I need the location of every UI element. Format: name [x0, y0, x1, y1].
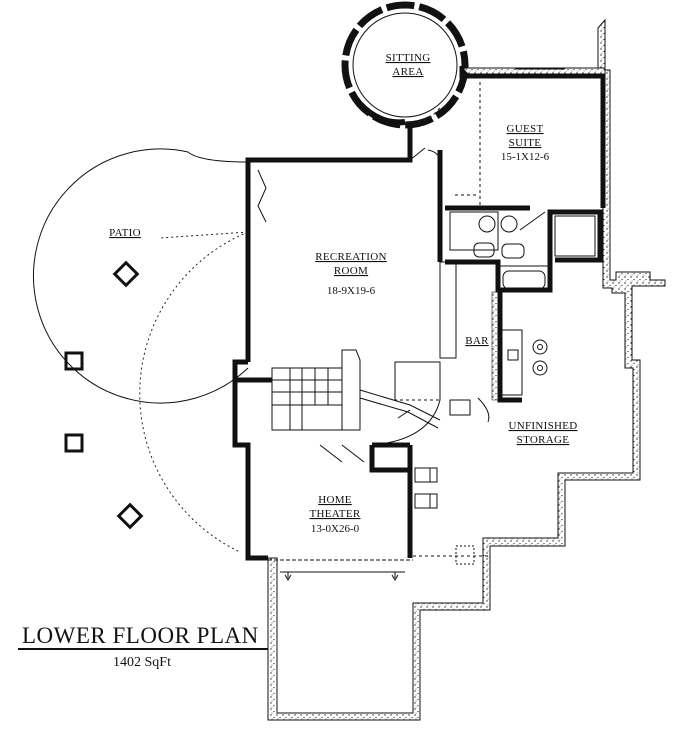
recreation-room-label-2: ROOM: [334, 265, 368, 277]
home-theater-label-1: HOME: [318, 494, 352, 506]
unfinished-storage-label-1: UNFINISHED: [509, 420, 578, 432]
interior-lines: [257, 82, 596, 581]
recreation-room-dimensions: 18-9X19-6: [327, 285, 376, 297]
sitting-area-label-2: AREA: [392, 66, 423, 78]
room-labels: SITTING AREA GUEST SUITE 15-1X12-6 RECRE…: [109, 52, 577, 535]
recreation-room-label-1: RECREATION: [315, 251, 386, 263]
plan-title: LOWER FLOOR PLAN: [22, 623, 259, 648]
patio-label: PATIO: [109, 227, 141, 239]
sitting-area-label-1: SITTING: [386, 52, 431, 64]
patio-column: [64, 433, 84, 453]
patio-area: [33, 148, 249, 553]
sitting-area-tower: [341, 1, 469, 129]
plan-area: 1402 SqFt: [113, 655, 171, 670]
home-theater-dimensions: 13-0X26-0: [311, 523, 360, 535]
patio-outline: [33, 148, 249, 404]
guest-suite-dimensions: 15-1X12-6: [501, 151, 550, 163]
patio-column: [112, 260, 140, 288]
bar-label: BAR: [465, 335, 489, 347]
plan-title-block: LOWER FLOOR PLAN 1402 SqFt: [18, 623, 268, 670]
patio-column: [64, 351, 84, 371]
unfinished-storage-label-2: STORAGE: [517, 434, 570, 446]
home-theater-label-2: THEATER: [310, 508, 361, 520]
guest-suite-label-1: GUEST: [507, 123, 544, 135]
patio-column: [116, 502, 144, 530]
main-walls: [232, 66, 606, 561]
patio-line-top: [159, 231, 249, 239]
patio-dotted-arc: [139, 231, 249, 553]
guest-suite-label-2: SUITE: [509, 137, 542, 149]
